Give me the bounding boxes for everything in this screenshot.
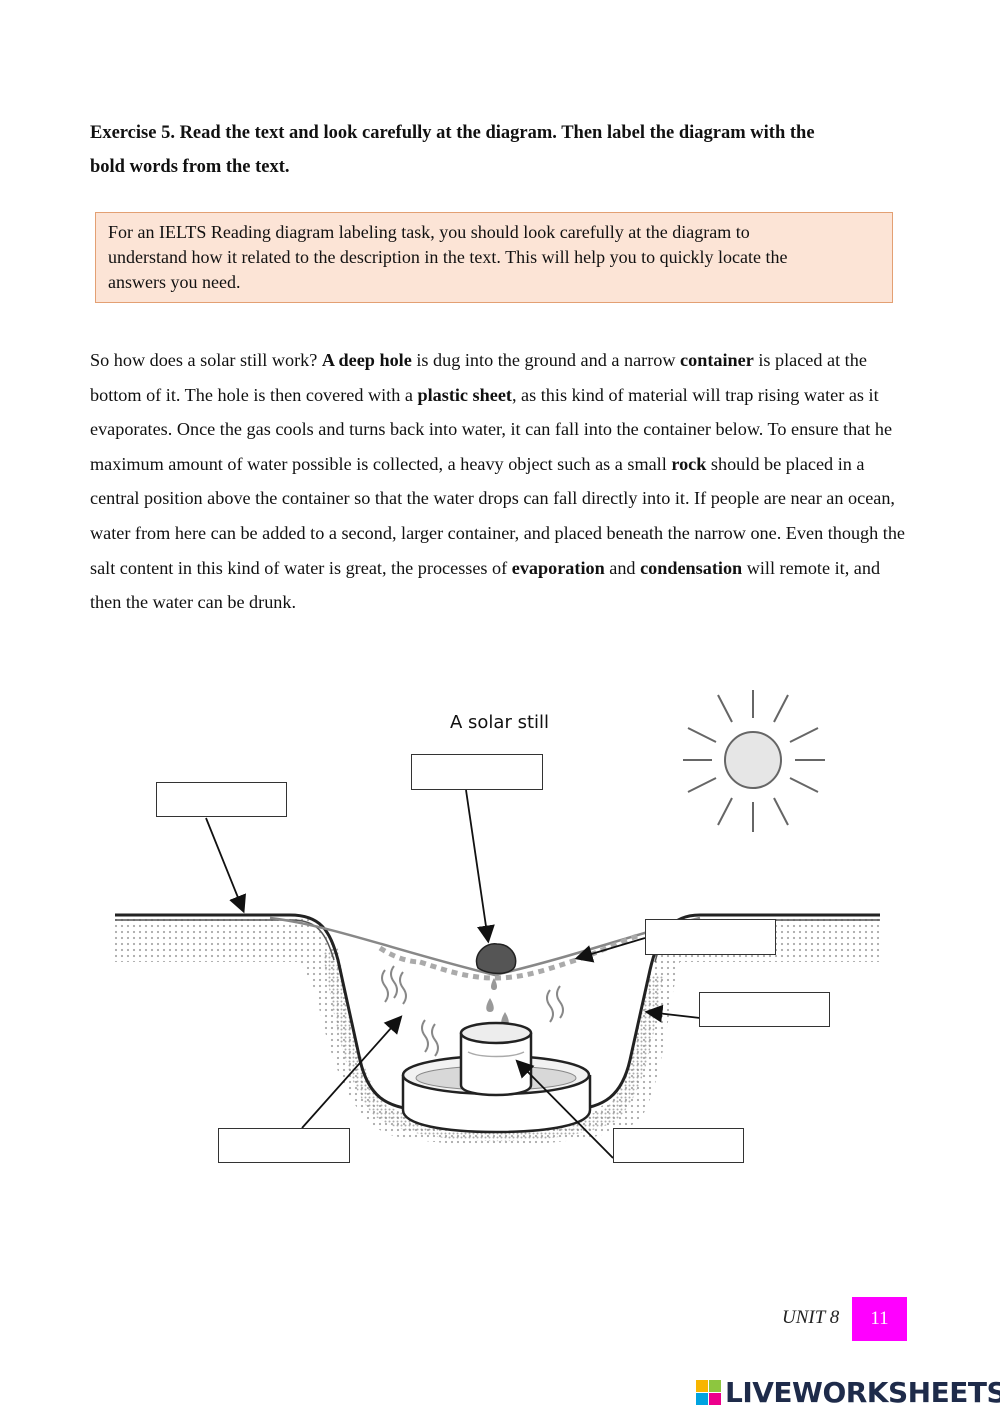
tip-line-3: answers you need. [108, 272, 241, 292]
brand-name: LIVEWORKSHEETS [725, 1375, 1000, 1409]
bold-term-evaporation: evaporation [511, 557, 605, 578]
rock-icon [475, 943, 517, 975]
liveworksheets-logo-icon [696, 1379, 721, 1405]
instruction-line-2: bold words from the text. [90, 157, 290, 177]
passage-text: , as this kind of material will trap ris… [90, 384, 893, 474]
tip-line-2: understand how it related to the descrip… [108, 247, 788, 267]
bold-term-container: container [680, 350, 754, 370]
passage-text: and [604, 557, 641, 578]
narrow-container [459, 1021, 533, 1097]
diagram-title: A solar still [450, 712, 550, 733]
passage-text: should be placed in a central position a… [90, 453, 905, 578]
passage-text: So how does a solar still work? [90, 350, 322, 370]
answer-box-4[interactable] [699, 992, 830, 1027]
exercise-instruction: Exercise 5. Read the text and look caref… [90, 116, 910, 184]
answer-box-1[interactable] [156, 782, 287, 817]
answer-box-2[interactable] [411, 754, 543, 790]
sun-icon [683, 690, 825, 832]
passage-text: is placed at the bottom of it. The hole … [90, 350, 867, 405]
label-arrows [205, 789, 701, 1159]
liveworksheets-logo[interactable]: LIVEWORKSHEETS [696, 1375, 1000, 1409]
instruction-line-1: Exercise 5. Read the text and look caref… [90, 123, 815, 143]
plastic-sheet [269, 916, 701, 981]
bold-term-condensation: condensation [640, 557, 743, 578]
answer-box-3[interactable] [645, 919, 776, 955]
reading-passage: So how does a solar still work? A deep h… [90, 343, 910, 620]
bold-term-plastic-sheet: plastic sheet [417, 384, 512, 405]
vapor-icon [381, 965, 564, 1057]
tip-line-1: For an IELTS Reading diagram labeling ta… [108, 222, 750, 242]
tip-box: For an IELTS Reading diagram labeling ta… [95, 212, 893, 303]
answer-box-6[interactable] [613, 1128, 744, 1163]
water-drop-icon [486, 978, 509, 1026]
ground-line-left [115, 919, 335, 961]
passage-text: is dug into the ground and a narrow [411, 350, 681, 370]
bold-term-deep-hole: A deep hole [321, 350, 412, 370]
passage-text: will remote it, and then the water can b… [90, 557, 881, 613]
bold-term-rock: rock [671, 453, 707, 474]
page-number: 11 [852, 1297, 907, 1341]
answer-box-5[interactable] [218, 1128, 350, 1163]
unit-label: UNIT 8 [782, 1307, 840, 1328]
